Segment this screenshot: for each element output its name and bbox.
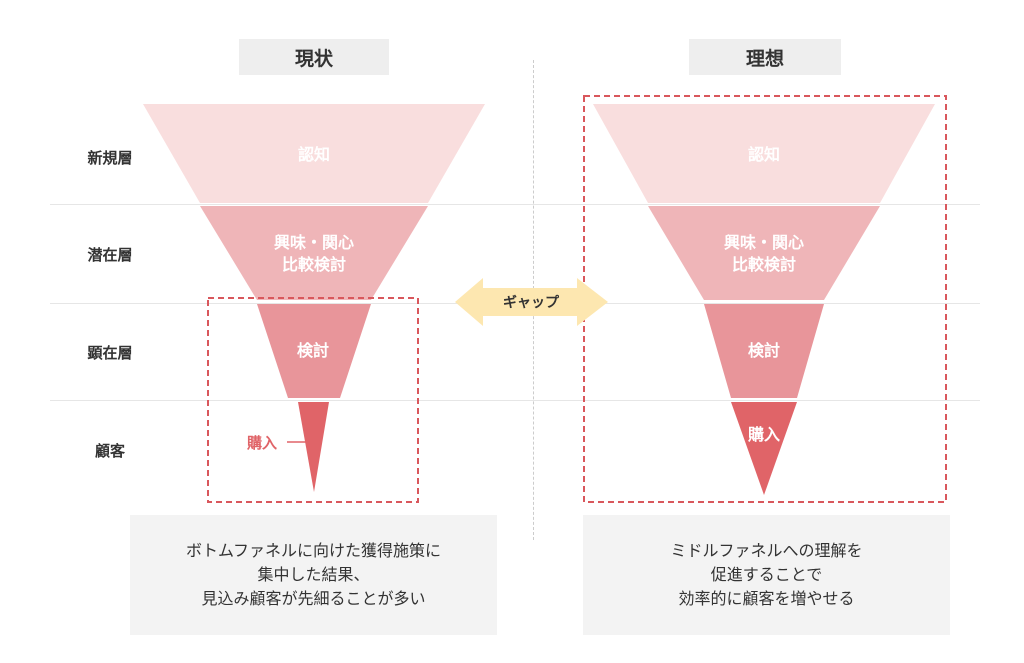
caption-current-line: ボトムファネルに向けた獲得施策に [185,541,442,560]
left-label-consideration: 検討 [297,341,329,360]
left-funnel-purchase [298,402,329,492]
header-ideal: 理想 [689,39,841,75]
row-divider [50,204,980,205]
header-current: 現状 [239,39,389,75]
left-funnel-interest [200,206,428,300]
left-highlight-box [207,297,419,503]
row-divider [50,400,980,401]
gap-arrow [455,278,608,326]
left-funnel-awareness [143,104,485,203]
right-label-interest-2: 比較検討 [732,255,796,274]
caption-current: ボトムファネルに向けた獲得施策に 集中した結果、 見込み顧客が先細ることが多い [130,515,497,635]
left-funnel-consideration [257,304,371,398]
right-label-purchase: 購入 [747,425,780,444]
right-label-consideration: 検討 [748,341,780,360]
row-label-new: 新規層 [87,149,133,167]
left-label-interest-1: 興味・関心 [274,233,354,252]
right-funnel-purchase [731,402,797,495]
left-label-awareness: 認知 [298,145,330,164]
left-label-interest-2: 比較検討 [282,255,346,274]
caption-ideal: ミドルファネルへの理解を 促進することで 効率的に顧客を増やせる [583,515,950,635]
right-label-awareness: 認知 [748,145,780,164]
row-label-customer: 顧客 [94,442,125,460]
gap-label: ギャップ [503,294,560,311]
right-funnel-awareness [593,104,935,203]
caption-current-line: 見込み顧客が先細ることが多い [201,589,426,608]
right-funnel-consideration [704,304,824,398]
caption-ideal-line: 促進することで [710,565,823,584]
row-label-apparent: 顕在層 [87,344,133,362]
caption-ideal-line: ミドルファネルへの理解を [670,541,863,560]
caption-ideal-line: 効率的に顧客を増やせる [678,589,855,608]
left-label-purchase: 購入 [246,434,277,452]
right-funnel-interest [648,206,880,300]
row-label-latent: 潜在層 [87,246,133,264]
caption-current-line: 集中した結果、 [257,565,370,584]
right-label-interest-1: 興味・関心 [724,233,804,252]
